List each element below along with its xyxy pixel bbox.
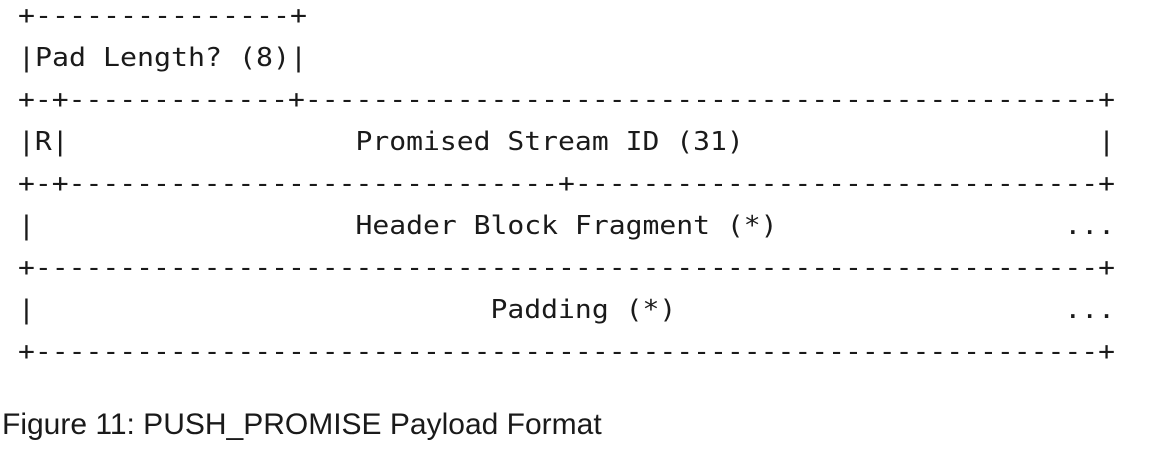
diagram-row-top-border-pad-length: +---------------+ xyxy=(18,1,307,31)
push-promise-payload-diagram: +---------------+ |Pad Length? (8)| +-+-… xyxy=(18,1,1115,367)
diagram-row-promised-stream-id: |R| Promised Stream ID (31) | xyxy=(18,127,1115,157)
diagram-row-pad-length: |Pad Length? (8)| xyxy=(18,43,307,73)
figure-caption: Figure 11: PUSH_PROMISE Payload Format xyxy=(2,408,602,441)
diagram-row-border-1: +-+-------------+-----------------------… xyxy=(18,85,1115,115)
diagram-row-border-2: +-+-----------------------------+-------… xyxy=(18,169,1115,199)
diagram-row-padding: | Padding (*) ... xyxy=(18,295,1115,325)
diagram-row-header-block-fragment: | Header Block Fragment (*) ... xyxy=(18,211,1115,241)
diagram-row-bottom-border: +---------------------------------------… xyxy=(18,337,1115,367)
diagram-row-border-3: +---------------------------------------… xyxy=(18,253,1115,283)
